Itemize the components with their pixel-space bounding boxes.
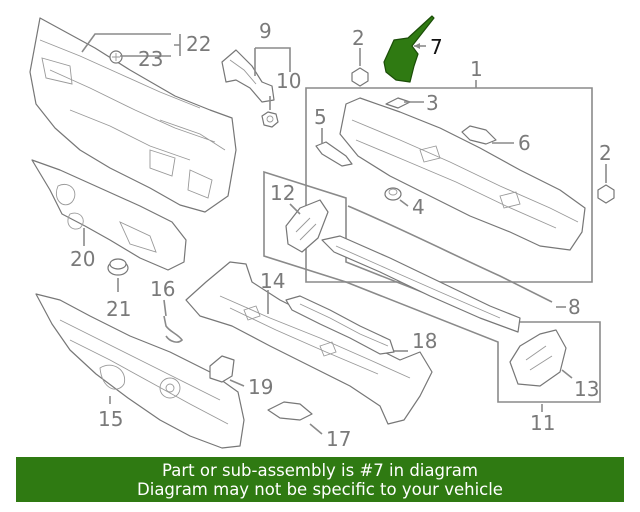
callout-8[interactable]: 8: [568, 295, 581, 319]
part-12-bracket[interactable]: [285, 199, 329, 253]
callout-2-right[interactable]: 2: [599, 141, 612, 165]
part-3-clip[interactable]: [385, 97, 411, 109]
footer-line-1: Part or sub-assembly is #7 in diagram: [162, 461, 478, 480]
part-8-seal-strip[interactable]: [347, 205, 553, 303]
callout-20[interactable]: 20: [70, 247, 95, 271]
callout-2-top[interactable]: 2: [352, 26, 365, 50]
parts-diagram: 22 23 9 10 2 7 1 3 5 6 2 4 12 20 14 16 2…: [29, 15, 615, 451]
callout-10[interactable]: 10: [276, 69, 301, 93]
callout-21[interactable]: 21: [106, 297, 131, 321]
part-15-dash-panel[interactable]: [35, 293, 245, 449]
callout-12[interactable]: 12: [270, 181, 295, 205]
part-2-bolt-b[interactable]: [597, 172, 615, 204]
callout-13[interactable]: 13: [574, 377, 599, 401]
callout-22[interactable]: 22: [186, 32, 211, 56]
part-2-bolt-a[interactable]: [351, 56, 369, 87]
footer-banner: Part or sub-assembly is #7 in diagram Di…: [16, 457, 624, 502]
callout-6[interactable]: 6: [518, 131, 531, 155]
callout-15[interactable]: 15: [98, 407, 123, 431]
footer-line-2: Diagram may not be specific to your vehi…: [137, 480, 503, 499]
callout-4[interactable]: 4: [412, 195, 425, 219]
callout-18[interactable]: 18: [412, 329, 437, 353]
callout-11[interactable]: 11: [530, 411, 555, 435]
part-1-cowl-panel[interactable]: [339, 97, 586, 251]
callout-17[interactable]: 17: [326, 427, 351, 451]
part-22-dash-insulator[interactable]: [29, 17, 237, 213]
callout-3[interactable]: 3: [426, 91, 439, 115]
callout-9[interactable]: 9: [259, 19, 272, 43]
part-7-cover-highlighted[interactable]: [383, 15, 435, 83]
part-5-seal[interactable]: [315, 141, 353, 167]
callout-14[interactable]: 14: [260, 269, 285, 293]
callout-5[interactable]: 5: [314, 105, 327, 129]
part-20-insulator[interactable]: [31, 159, 187, 271]
part-10-nut[interactable]: [261, 111, 279, 128]
part-6-cover[interactable]: [461, 125, 497, 145]
part-19-bracket[interactable]: [209, 355, 235, 383]
part-23-clip[interactable]: [109, 50, 123, 64]
part-16-wire-clip[interactable]: [163, 315, 184, 343]
callout-16[interactable]: 16: [150, 277, 175, 301]
arrow-7: [414, 43, 420, 49]
callout-7[interactable]: 7: [430, 35, 443, 59]
part-18-brace[interactable]: [285, 295, 395, 355]
part-4-grommet[interactable]: [384, 187, 402, 201]
part-13-bracket[interactable]: [509, 329, 567, 387]
callout-1[interactable]: 1: [470, 57, 483, 81]
callout-19[interactable]: 19: [248, 375, 273, 399]
part-14-cross-member[interactable]: [185, 261, 433, 425]
part-11-rail[interactable]: [321, 235, 521, 333]
callout-23[interactable]: 23: [138, 47, 163, 71]
callout-labels: 22 23 9 10 2 7 1 3 5 6 2 4 12 20 14 16 2…: [70, 19, 612, 451]
part-9-bracket[interactable]: [221, 49, 275, 103]
part-21-grommet[interactable]: [107, 258, 129, 276]
part-17-bracket[interactable]: [267, 401, 313, 421]
